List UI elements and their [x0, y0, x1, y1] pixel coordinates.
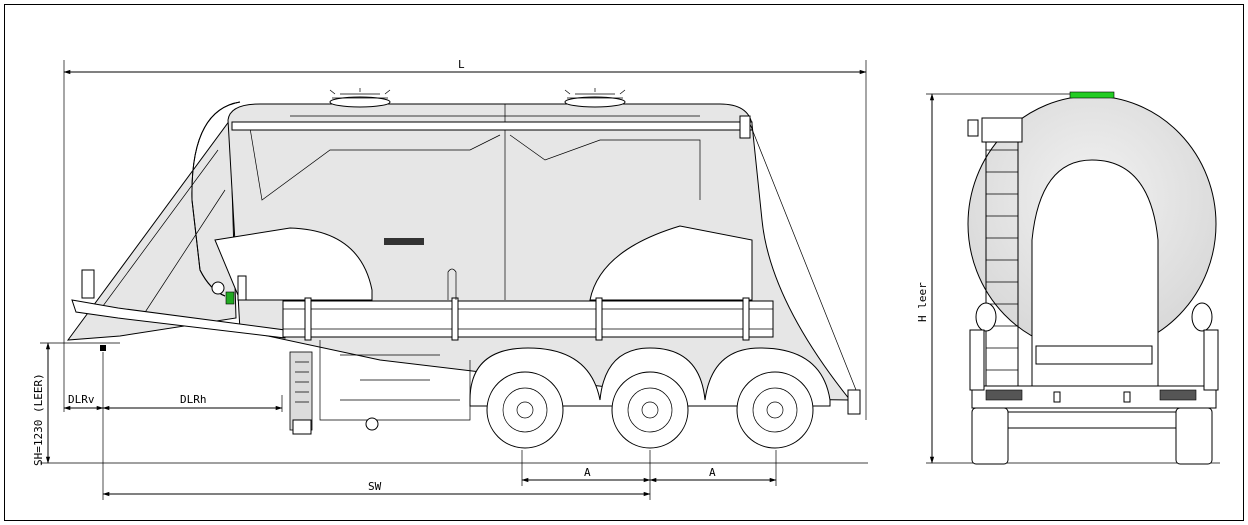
undercarriage-pipes	[319, 340, 471, 421]
front-valve	[81, 269, 95, 299]
rear-hopper	[589, 225, 753, 301]
landing-gear-ribs	[295, 361, 309, 403]
rear-plate-holder	[1035, 345, 1153, 365]
rear-axle-housing	[1007, 411, 1177, 429]
front-cone-edges	[99, 149, 226, 321]
pressure-gauge-icon	[211, 281, 225, 295]
manhole-lid-rear	[564, 88, 626, 108]
side-view: L	[32, 58, 868, 500]
drawing-frame	[4, 4, 1244, 521]
dlrh-label: DLRh	[180, 393, 207, 406]
wheel-2	[611, 371, 689, 449]
chassis-brackets	[304, 297, 750, 341]
left-tail-light	[985, 389, 1023, 401]
rear-wheel-right	[1175, 407, 1213, 465]
tank-rear-cone	[1031, 159, 1159, 391]
top-rail	[231, 121, 753, 131]
axle-spacing-1-label: A	[584, 466, 591, 479]
safety-valve	[237, 275, 247, 301]
top-left-light	[967, 119, 979, 137]
manhole-lid-front	[329, 88, 391, 108]
right-tail-light	[1159, 389, 1197, 401]
internal-structure	[249, 127, 701, 201]
green-valve	[225, 291, 235, 305]
rear-view: H leer	[916, 91, 1220, 465]
rear-ladder	[981, 117, 1023, 400]
landing-gear	[289, 351, 313, 431]
rear-ladder-top	[739, 115, 751, 139]
brand-logo	[384, 238, 424, 245]
right-mudflap	[1203, 329, 1219, 391]
wheel-3	[736, 371, 814, 449]
right-bracket-logo	[1191, 302, 1213, 332]
wheel-1	[486, 371, 564, 449]
front-hopper	[214, 227, 373, 301]
discharge-valve	[365, 417, 379, 431]
sh-label: SH=1230 (LEER)	[32, 373, 45, 466]
bumper-mark-right	[1123, 391, 1131, 403]
axle-spacing-2-label: A	[709, 466, 716, 479]
center-pipe	[447, 268, 457, 300]
chassis-rail	[282, 300, 774, 338]
left-mudflap	[969, 329, 985, 391]
kingpin	[100, 345, 106, 351]
dlrv-label: DLRv	[68, 393, 95, 406]
landing-gear-foot	[292, 419, 312, 435]
left-bracket-logo	[975, 302, 997, 332]
sw-label: SW	[368, 480, 382, 493]
green-manhole	[1069, 91, 1115, 99]
rear-light	[847, 389, 861, 415]
rear-wheel-left	[971, 407, 1009, 465]
rear-bumper	[971, 385, 1217, 409]
front-cone	[66, 118, 237, 341]
height-label: H leer	[916, 282, 929, 322]
length-label: L	[458, 58, 465, 71]
gooseneck-beam	[71, 299, 286, 339]
bumper-mark-left	[1053, 391, 1061, 403]
